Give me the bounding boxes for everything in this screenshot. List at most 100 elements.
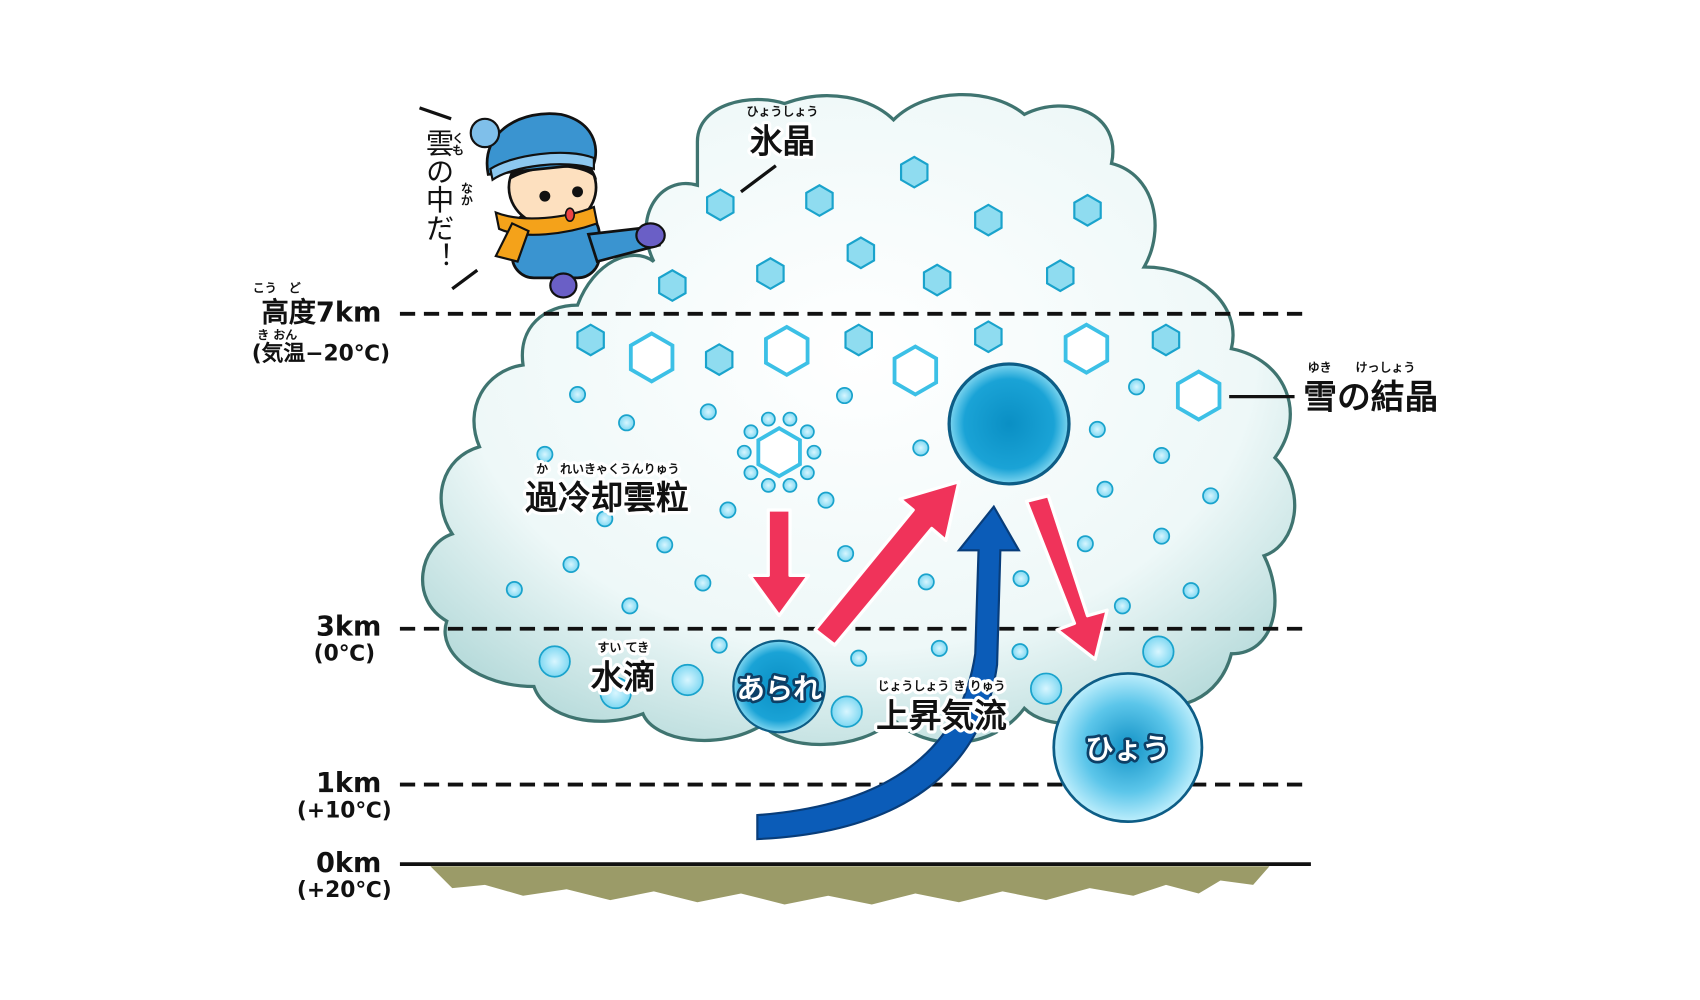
ice-crystal — [844, 323, 873, 357]
temp-1km-label: (+10℃) — [297, 798, 392, 823]
cloud-droplet — [1088, 420, 1106, 438]
ice-crystal — [706, 188, 735, 222]
cloud-droplet — [836, 387, 854, 405]
down-right-arrow — [1024, 494, 1109, 661]
snow-crystal — [764, 324, 810, 378]
ice-crystal — [1073, 193, 1102, 227]
cloud-droplet — [760, 477, 776, 493]
updraft-label: 上昇気流 — [876, 697, 1007, 735]
ice-crystal — [704, 343, 734, 377]
cloud-droplet — [1011, 643, 1029, 661]
speech-ruby-naka: なか — [459, 182, 473, 206]
ice-crystal — [576, 323, 605, 357]
cloud-droplet — [562, 555, 580, 573]
cloud-droplet — [694, 574, 712, 592]
water-droplet — [671, 663, 704, 697]
cloud-droplet — [930, 639, 948, 657]
cloud-droplet — [806, 444, 822, 460]
snow-crystal — [628, 331, 675, 384]
cloud-droplet — [719, 501, 737, 519]
graupel-label: あられ — [737, 672, 823, 705]
down-arrow — [748, 508, 811, 618]
cloud-droplet — [912, 439, 930, 457]
cloud-droplet — [1113, 597, 1131, 615]
altitude-1km-label: 1km — [316, 768, 381, 799]
water-droplet — [1029, 672, 1063, 705]
ice-crystal-ruby: ひょうしょう — [746, 105, 818, 119]
altitude-7km-label: 高度7km — [261, 296, 381, 328]
cloud-droplet — [1096, 480, 1114, 498]
water-drop-label: 水滴 — [591, 659, 656, 697]
cloud-droplet — [710, 636, 728, 654]
altitude-7km-ruby: こう ど — [253, 281, 301, 295]
ice-crystal — [756, 256, 785, 291]
altitude-3km-label: 3km — [316, 611, 381, 642]
cloud-droplet — [1076, 535, 1094, 553]
graupel-particle — [732, 639, 826, 734]
cloud-droplet — [850, 649, 868, 667]
supercooled-ruby: か れいきゃくうんりゅう — [536, 462, 679, 476]
cloud-droplet — [699, 403, 717, 421]
ice-crystal — [974, 320, 1003, 354]
cloud-droplet — [736, 444, 752, 460]
cloud-droplet — [656, 536, 674, 554]
snow-crystal — [756, 426, 802, 479]
ice-crystal — [974, 203, 1003, 237]
cloud-droplet — [505, 581, 523, 599]
speech-text: 雲の中だ！ — [422, 129, 455, 271]
cloud-droplet — [569, 385, 587, 403]
cloud-droplet — [760, 411, 776, 427]
updraft-arrow — [756, 504, 1021, 841]
up-right-arrow — [813, 480, 961, 647]
water-droplet — [830, 695, 863, 728]
water-drop-ruby: すい てき — [597, 641, 649, 655]
ice-crystal-leader — [740, 164, 777, 194]
water-droplet — [1142, 635, 1175, 668]
snow-crystal-ruby: ゆき けっしょう — [1308, 361, 1416, 375]
updraft-ruby: じょうしょう き りゅう — [877, 679, 1005, 693]
red-arrows — [748, 480, 1109, 661]
ice-crystal — [1046, 259, 1075, 293]
cloud-droplet — [621, 597, 639, 615]
growing-graupel — [947, 362, 1071, 486]
ice-crystal — [1151, 323, 1181, 357]
particles — [505, 155, 1222, 728]
temp-7km-label: (気温−20℃) — [252, 341, 390, 367]
snow-crystal — [892, 344, 939, 397]
cloud-droplet — [743, 424, 759, 440]
cloud-droplet — [799, 424, 815, 440]
cloud-droplet — [837, 545, 855, 563]
cloud-droplet — [743, 465, 759, 481]
cloud-droplet — [799, 465, 815, 481]
supercooled-droplets-label: 過冷却雲粒 — [525, 479, 688, 517]
temp-0km-label: (+20℃) — [297, 878, 392, 903]
ground — [430, 866, 1270, 905]
temp-7km-ruby: き おん — [257, 328, 297, 342]
hail-particle — [1052, 672, 1204, 823]
ice-crystal — [922, 263, 952, 297]
snow-crystal — [1175, 369, 1222, 422]
water-droplet — [599, 676, 632, 710]
speech-ruby-kumo: くも — [451, 131, 465, 155]
hail-label: ひょう — [1085, 732, 1170, 765]
snow-crystal-label: 雪の結晶 — [1303, 378, 1438, 417]
cloud-droplet — [917, 573, 935, 591]
altitude-lines — [399, 311, 1311, 867]
cloud-droplet — [1153, 446, 1171, 464]
cloud-droplet — [536, 445, 554, 463]
ice-crystal — [846, 236, 876, 270]
speech-bubble: 雲の中だ！ くも なか — [419, 106, 479, 291]
water-droplet — [538, 645, 571, 678]
cloud-droplet — [1202, 487, 1220, 505]
cloud-droplet — [1128, 378, 1146, 396]
ice-crystal — [899, 155, 929, 189]
cloud-droplet — [1153, 527, 1171, 545]
cloud-droplet — [1182, 582, 1200, 600]
cloud-droplet — [817, 491, 835, 509]
cloud-droplet — [1012, 570, 1030, 588]
cloud-droplet — [596, 510, 614, 528]
child-character — [469, 112, 666, 299]
snow-crystal — [1063, 322, 1110, 375]
ice-crystal — [805, 183, 834, 218]
temp-3km-label: (0℃) — [314, 641, 375, 666]
